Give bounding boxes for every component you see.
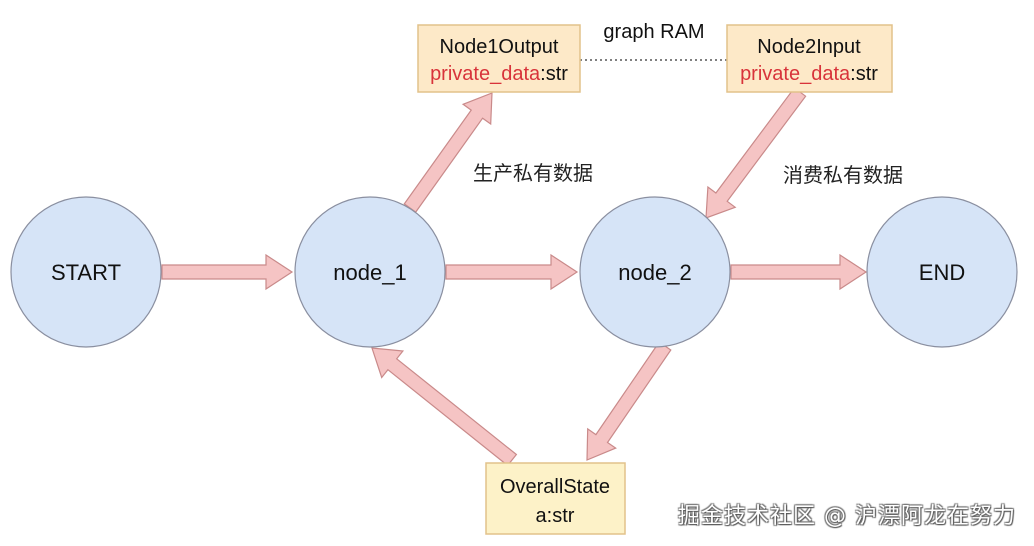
node1-output-title: Node1Output — [440, 36, 559, 58]
arrow-node2-input-to-node-2 — [705, 86, 807, 219]
node1-output-field: private_data:str — [430, 63, 568, 85]
node-end-label: END — [919, 260, 965, 285]
arrow-overall-state-to-node-1 — [371, 347, 518, 467]
node-end[interactable]: END — [866, 196, 1018, 348]
arrow-node-2-to-overall-state — [586, 341, 672, 461]
node1-output-rect — [417, 24, 581, 93]
node-start-circle — [10, 196, 162, 348]
node-node-1[interactable]: node_1 — [294, 196, 446, 348]
arrow-node-2-to-end — [730, 253, 868, 291]
produce-private-data-label: 生产私有数据 — [473, 161, 593, 185]
node2-input-rect — [726, 24, 893, 93]
overall-state-box[interactable]: OverallState a:str — [485, 462, 626, 535]
node1-output-box[interactable]: Node1Output private_data:str — [417, 24, 581, 93]
node-node-2[interactable]: node_2 — [579, 196, 731, 348]
node2-input-field: private_data:str — [740, 63, 878, 85]
node2-input-field-type: :str — [850, 63, 878, 85]
arrows-layer — [161, 86, 868, 467]
consume-private-data-label: 消费私有数据 — [783, 163, 903, 187]
node-start[interactable]: START — [10, 196, 162, 348]
node1-output-field-name: private_data — [430, 63, 541, 85]
overall-state-rect — [485, 462, 626, 535]
watermark: 掘金技术社区 @ 沪漂阿龙在努力 — [678, 504, 1016, 529]
node-node-2-circle — [579, 196, 731, 348]
overall-state-title: OverallState — [500, 476, 610, 498]
node-node-2-label: node_2 — [618, 260, 691, 285]
node2-input-title: Node2Input — [757, 36, 861, 58]
graph-ram-label: graph RAM — [603, 21, 704, 43]
arrow-start-to-node-1 — [161, 253, 294, 291]
overall-state-field: a:str — [536, 505, 575, 527]
node-start-label: START — [51, 260, 121, 285]
node1-output-field-type: :str — [540, 63, 568, 85]
arrow-node-1-to-node-2 — [445, 253, 579, 291]
node2-input-box[interactable]: Node2Input private_data:str — [726, 24, 893, 93]
node-end-circle — [866, 196, 1018, 348]
node-node-1-label: node_1 — [333, 260, 406, 285]
arrow-node-1-to-node1-output — [403, 92, 493, 213]
node-node-1-circle — [294, 196, 446, 348]
node2-input-field-name: private_data — [740, 63, 851, 85]
